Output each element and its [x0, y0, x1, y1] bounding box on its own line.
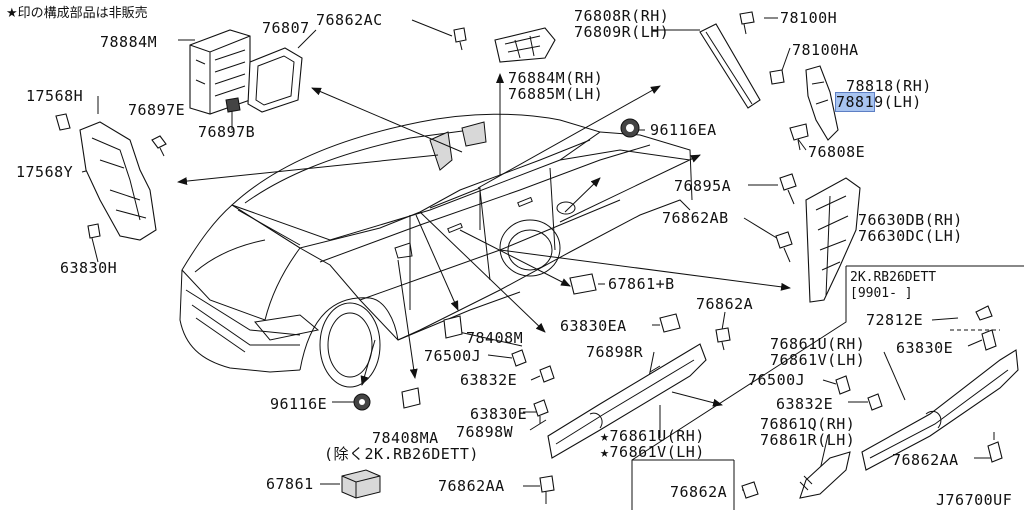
- label-78408ma[interactable]: 78408MA: [372, 429, 439, 447]
- label-78819[interactable]: 78819(LH): [834, 92, 922, 112]
- part-17568y-drawing: [79, 121, 157, 241]
- inset-clips-drawing: [741, 305, 1003, 499]
- part-78884m-drawing: [189, 29, 251, 115]
- label-96116ea[interactable]: 96116EA: [650, 121, 717, 139]
- label-63830h[interactable]: 63830H: [60, 259, 118, 277]
- label-76861u-inset[interactable]: 76861U(RH): [770, 335, 866, 353]
- part-78100h-drawing: [739, 11, 755, 35]
- label-76861v-inset[interactable]: 76861V(LH): [770, 351, 866, 369]
- label-76861q[interactable]: 76861Q(RH): [760, 415, 856, 433]
- label-76861v[interactable]: ★76861V(LH): [600, 443, 705, 461]
- part-76897e-drawing: [151, 135, 167, 157]
- label-63832e-inset[interactable]: 63832E: [776, 395, 834, 413]
- part-63830h-drawing: [87, 223, 101, 239]
- label-78818[interactable]: 78818(RH): [846, 77, 932, 95]
- label-76500j[interactable]: 76500J: [424, 347, 482, 365]
- label-76500j-inset[interactable]: 76500J: [748, 371, 806, 389]
- part-76630db-drawing: [805, 177, 861, 303]
- part-63830ea-drawing: [659, 313, 681, 333]
- label-76862ab[interactable]: 76862AB: [662, 209, 729, 227]
- label-17568h[interactable]: 17568H: [26, 87, 84, 105]
- inset-frame: [631, 265, 1024, 510]
- label-76898r[interactable]: 76898R: [586, 343, 644, 361]
- part-96116ea-drawing: [620, 118, 640, 138]
- car-body-outline: [179, 113, 693, 388]
- inset-range: [9901- ]: [850, 286, 913, 301]
- part-76862aa-drawing: [539, 475, 555, 504]
- part-96116e-drawing: [353, 393, 371, 411]
- part-76862ac-drawing: [453, 27, 467, 51]
- part-78100ha-drawing: [769, 69, 785, 85]
- part-76500j-drawing: [511, 349, 527, 367]
- label-76895a[interactable]: 76895A: [674, 177, 732, 195]
- label-76808e[interactable]: 76808E: [808, 143, 866, 161]
- label-76862aa-inset[interactable]: 76862AA: [892, 451, 959, 469]
- part-76807-drawing: [247, 47, 303, 113]
- part-76898r-sill-drawing: [547, 343, 707, 459]
- part-63832e-drawing: [539, 365, 555, 383]
- label-67861[interactable]: 67861: [266, 475, 314, 493]
- label-76885m[interactable]: 76885M(LH): [508, 85, 604, 103]
- label-78819-highlight: 7881: [834, 92, 876, 112]
- label-76884m[interactable]: 76884M(RH): [508, 69, 604, 87]
- inset-sill-drawing: [799, 349, 1019, 499]
- part-78408ma-drawing: [401, 387, 421, 409]
- label-exclusion-note: (除く2K.RB26DETT): [324, 445, 479, 463]
- label-78884m[interactable]: 78884M: [100, 33, 158, 51]
- part-67861-drawing: [341, 469, 381, 499]
- part-76897b-drawing: [225, 97, 241, 113]
- label-72812e[interactable]: 72812E: [866, 311, 924, 329]
- label-78100ha[interactable]: 78100HA: [792, 41, 859, 59]
- label-76862a-bottom[interactable]: 76862A: [670, 483, 728, 501]
- label-76808r[interactable]: 76808R(RH): [574, 7, 670, 25]
- part-76808e-drawing: [789, 123, 809, 151]
- label-76630db[interactable]: 76630DB(RH): [858, 211, 963, 229]
- part-76862a-drawing: [715, 327, 731, 351]
- label-76807[interactable]: 76807: [262, 19, 310, 37]
- label-78100h[interactable]: 78100H: [780, 9, 838, 27]
- label-76861r[interactable]: 76861R(LH): [760, 431, 856, 449]
- label-76862ac[interactable]: 76862AC: [316, 11, 383, 29]
- label-63830e[interactable]: 63830E: [470, 405, 528, 423]
- part-76808r-drawing: [699, 23, 761, 109]
- part-63830e-drawing: [533, 399, 549, 424]
- diagram-id: J76700UF: [936, 491, 1013, 509]
- label-76861u[interactable]: ★76861U(RH): [600, 427, 705, 445]
- label-76897e[interactable]: 76897E: [128, 101, 186, 119]
- label-63832e[interactable]: 63832E: [460, 371, 518, 389]
- label-76630dc[interactable]: 76630DC(LH): [858, 227, 963, 245]
- label-76897b[interactable]: 76897B: [198, 123, 256, 141]
- label-78408m[interactable]: 78408M: [466, 329, 524, 347]
- label-63830ea[interactable]: 63830EA: [560, 317, 627, 335]
- part-67861b-drawing: [569, 273, 597, 295]
- part-76895a-drawing: [779, 173, 797, 205]
- label-17568y[interactable]: 17568Y: [16, 163, 74, 181]
- label-76862a-top[interactable]: 76862A: [696, 295, 754, 313]
- label-76862aa[interactable]: 76862AA: [438, 477, 505, 495]
- part-78408m-drawing: [443, 315, 463, 339]
- part-76884m-drawing: [494, 27, 556, 63]
- label-96116e[interactable]: 96116E: [270, 395, 328, 413]
- inset-title: 2K.RB26DETT: [850, 270, 937, 285]
- part-76862ab-drawing: [775, 231, 793, 263]
- label-67861b[interactable]: 67861+B: [608, 275, 675, 293]
- label-63830e-inset[interactable]: 63830E: [896, 339, 954, 357]
- label-76809r[interactable]: 76809R(LH): [574, 23, 670, 41]
- non-sale-note: ★印の構成部品は非販売: [6, 6, 148, 21]
- label-76898w[interactable]: 76898W: [456, 423, 514, 441]
- part-78818-drawing: [805, 65, 839, 141]
- label-78819-rest: 9(LH): [874, 93, 922, 111]
- part-17568h-drawing: [55, 113, 71, 131]
